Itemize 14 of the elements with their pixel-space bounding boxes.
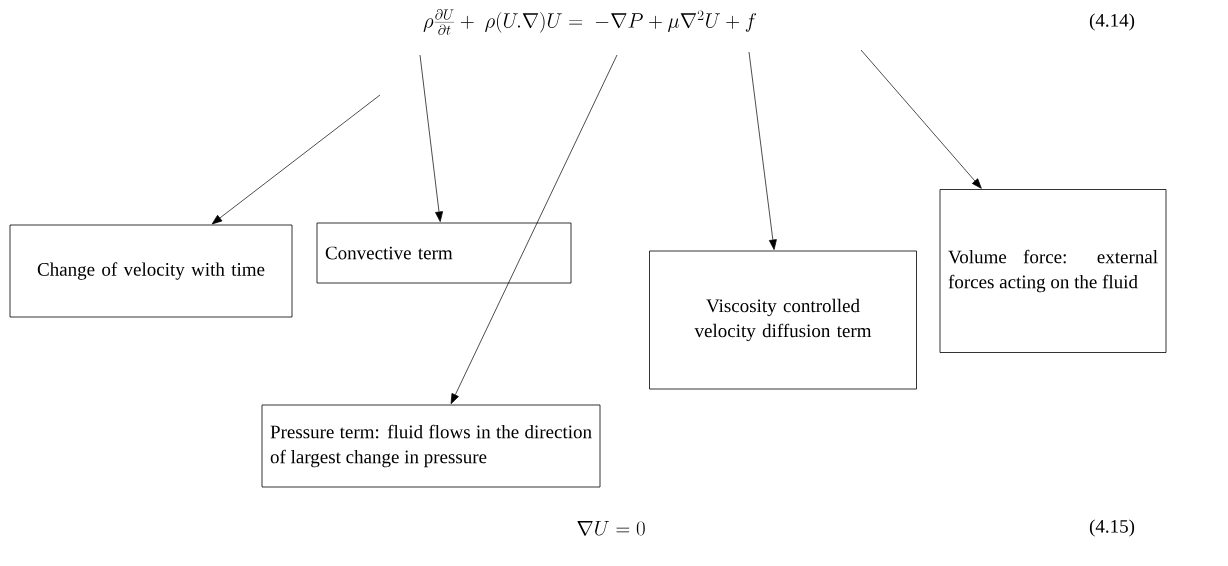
text-box: Viscosity controlled velocity diffusion term <box>649 250 917 390</box>
text-box: Pressure term: fluid flows in the direction of largest change in pressure <box>261 404 601 488</box>
arrow <box>211 94 381 225</box>
text-box: Convective term <box>316 222 572 284</box>
arrow <box>450 54 618 405</box>
arrow <box>860 49 982 189</box>
arrow <box>748 51 777 250</box>
equation: $\rho\frac{\partial U}{\partial t}+\ \rho(U.\nabla)U=\ -\nabla P+\mu\nabla^{2}U+f$ <box>423 9 757 35</box>
text-box: Change of velocity with time <box>9 224 293 318</box>
equation: $\nabla U=0$ <box>577 520 645 536</box>
equation-number: (4.14) <box>1089 13 1135 31</box>
arrow <box>419 54 443 222</box>
text-box: Volume force: external forces acting on the fluid <box>939 189 1167 353</box>
equation-number: (4.15) <box>1089 519 1135 537</box>
